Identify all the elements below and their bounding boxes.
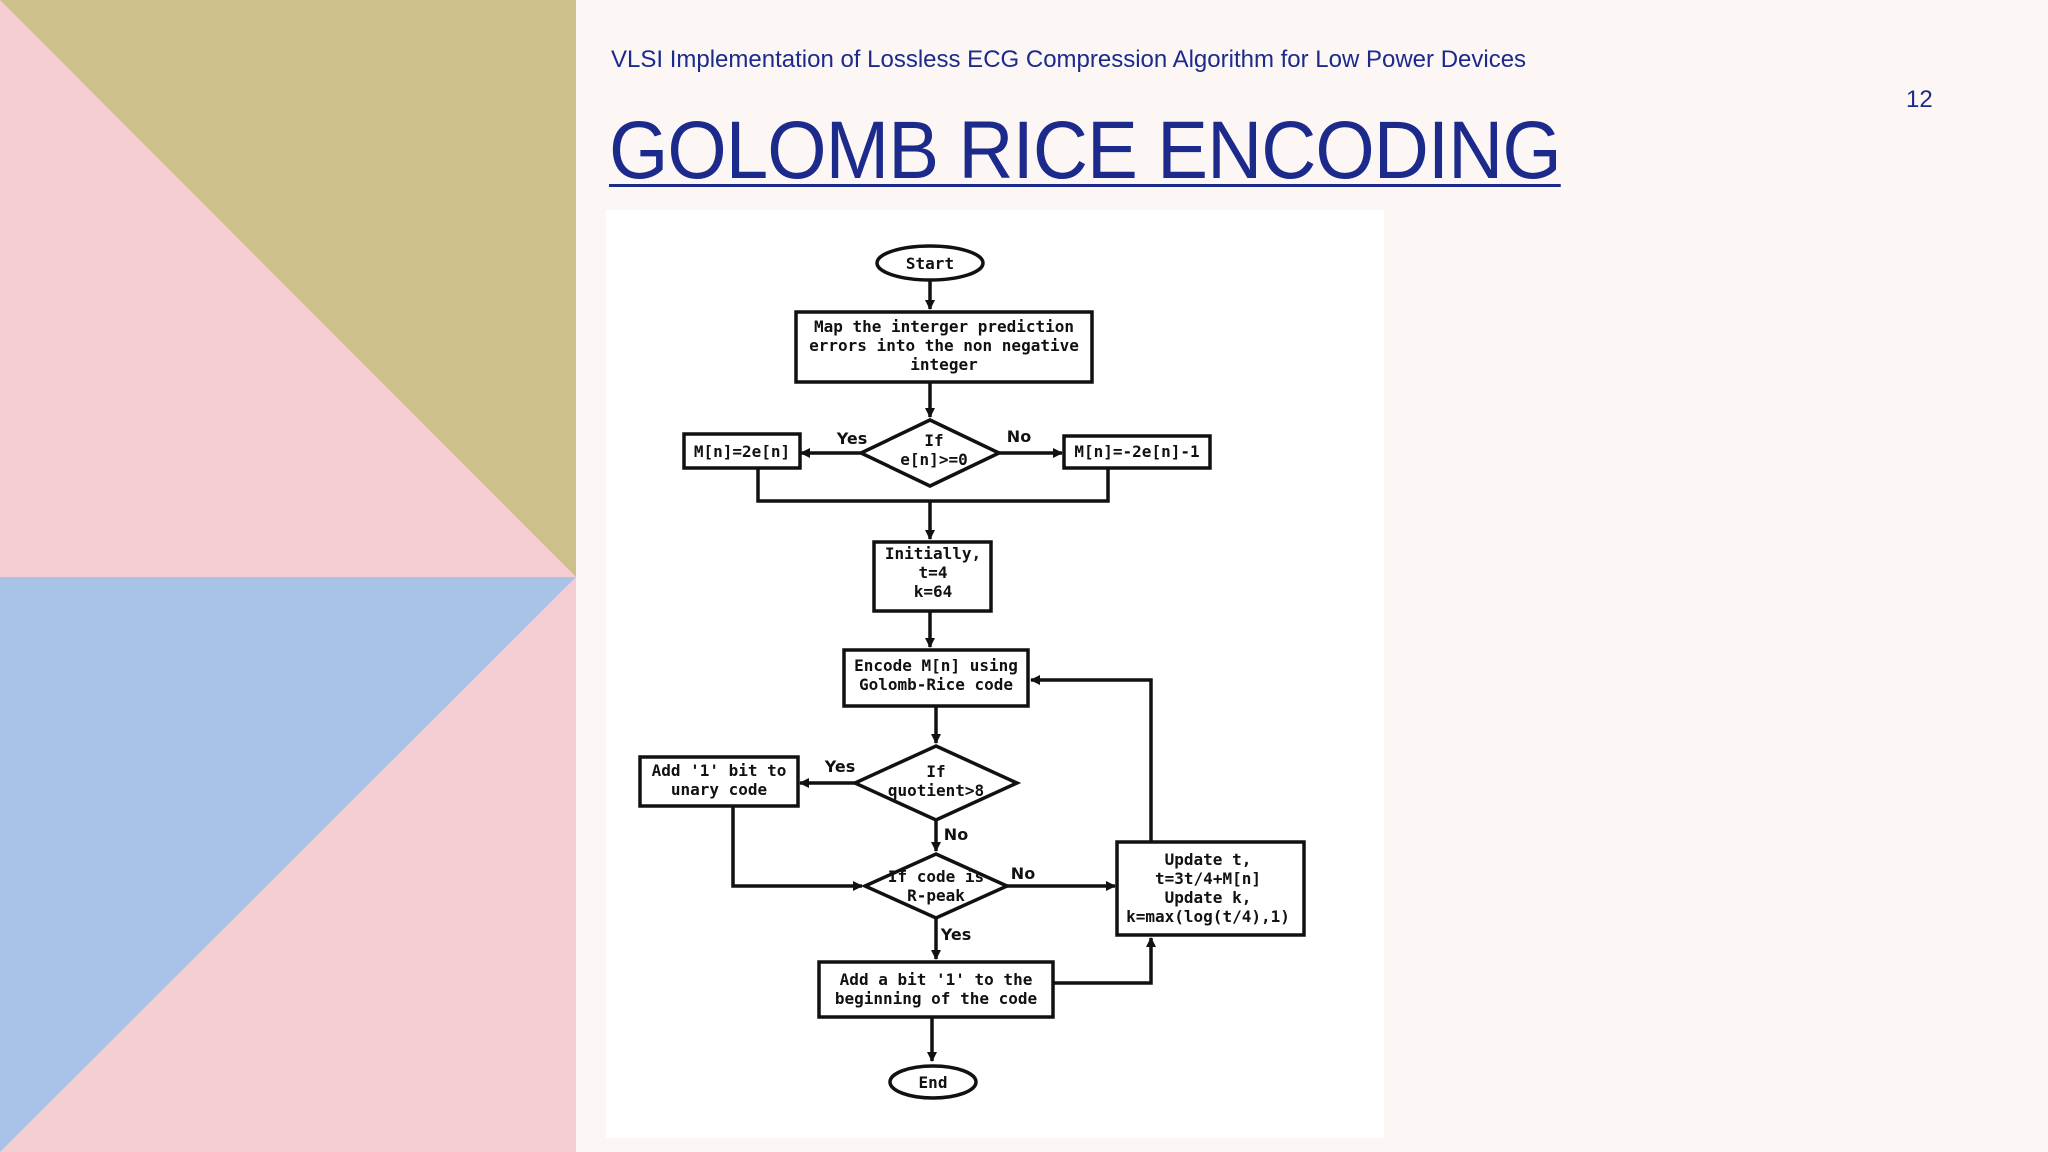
init-label-line2: t=4 — [919, 563, 948, 582]
edge-left-merge — [756, 468, 930, 503]
presentation-subtitle: VLSI Implementation of Lossless ECG Comp… — [611, 46, 1527, 73]
init-label-line3: k=64 — [914, 582, 953, 601]
update-label-line3: Update k, — [1165, 888, 1252, 907]
decor-pink-triangle — [0, 577, 576, 1152]
flowchart-diagram: Start Map the interger prediction errors… — [606, 210, 1384, 1138]
right-assign-label: M[n]=-2e[n]-1 — [1074, 442, 1199, 461]
encode-label-line1: Encode M[n] using — [854, 656, 1018, 675]
no-label-1: No — [1007, 427, 1031, 446]
sign-decision-line2: e[n]>=0 — [900, 450, 967, 469]
yes-label-2: Yes — [824, 757, 856, 776]
add-unary-box — [638, 755, 800, 808]
slide-number: 12 — [1906, 86, 1933, 113]
rpeak-decision-line1: If code is — [888, 867, 984, 886]
add-bit-box — [817, 960, 1055, 1019]
add-unary-line2: unary code — [671, 780, 767, 799]
sign-decision-diamond — [856, 418, 1004, 488]
map-process-box — [794, 310, 1094, 384]
quotient-decision-line2: quotient>8 — [888, 781, 984, 800]
add-unary-line1: Add '1' bit to — [652, 761, 787, 780]
init-label-line1: Initially, — [885, 544, 981, 563]
flowchart-panel — [606, 210, 1384, 1138]
update-label-line4: k=max(log(t/4),1) — [1126, 907, 1290, 926]
slide-title: GOLOMB RICE ENCODING — [609, 105, 1562, 196]
edge-unary-rpeak — [731, 806, 863, 891]
decor-olive-triangle — [0, 0, 576, 577]
right-assign-box — [1062, 434, 1212, 470]
update-label-line1: Update t, — [1165, 850, 1252, 869]
update-process-box — [1115, 840, 1306, 937]
start-label: Start — [906, 254, 954, 273]
encode-label-line2: Golomb-Rice code — [859, 675, 1013, 694]
edge-addbit-update — [1053, 937, 1156, 985]
sign-decision-line1: If — [924, 431, 943, 450]
quotient-decision-line1: If — [926, 762, 945, 781]
yes-label-1: Yes — [836, 429, 868, 448]
update-label-line2: t=3t/4+M[n] — [1155, 869, 1261, 888]
rpeak-decision-line2: R-peak — [907, 886, 965, 905]
background-decoration — [0, 0, 576, 1152]
add-bit-line2: beginning of the code — [835, 989, 1037, 1008]
map-label-line1: Map the interger prediction — [814, 317, 1074, 336]
end-label: End — [919, 1073, 948, 1092]
left-assign-label: M[n]=2e[n] — [694, 442, 790, 461]
no-label-3: No — [1011, 864, 1035, 883]
no-label-2: No — [944, 825, 968, 844]
yes-label-3: Yes — [940, 925, 972, 944]
left-assign-box — [682, 432, 802, 470]
end-terminal — [888, 1064, 978, 1100]
map-label-line2: errors into the non negative — [809, 336, 1079, 355]
edge-right-merge — [930, 468, 1110, 503]
init-process-box — [872, 540, 993, 613]
edge-update-encode-loop — [1030, 675, 1153, 842]
add-bit-line1: Add a bit '1' to the — [840, 970, 1033, 989]
map-label-line3: integer — [910, 355, 977, 374]
